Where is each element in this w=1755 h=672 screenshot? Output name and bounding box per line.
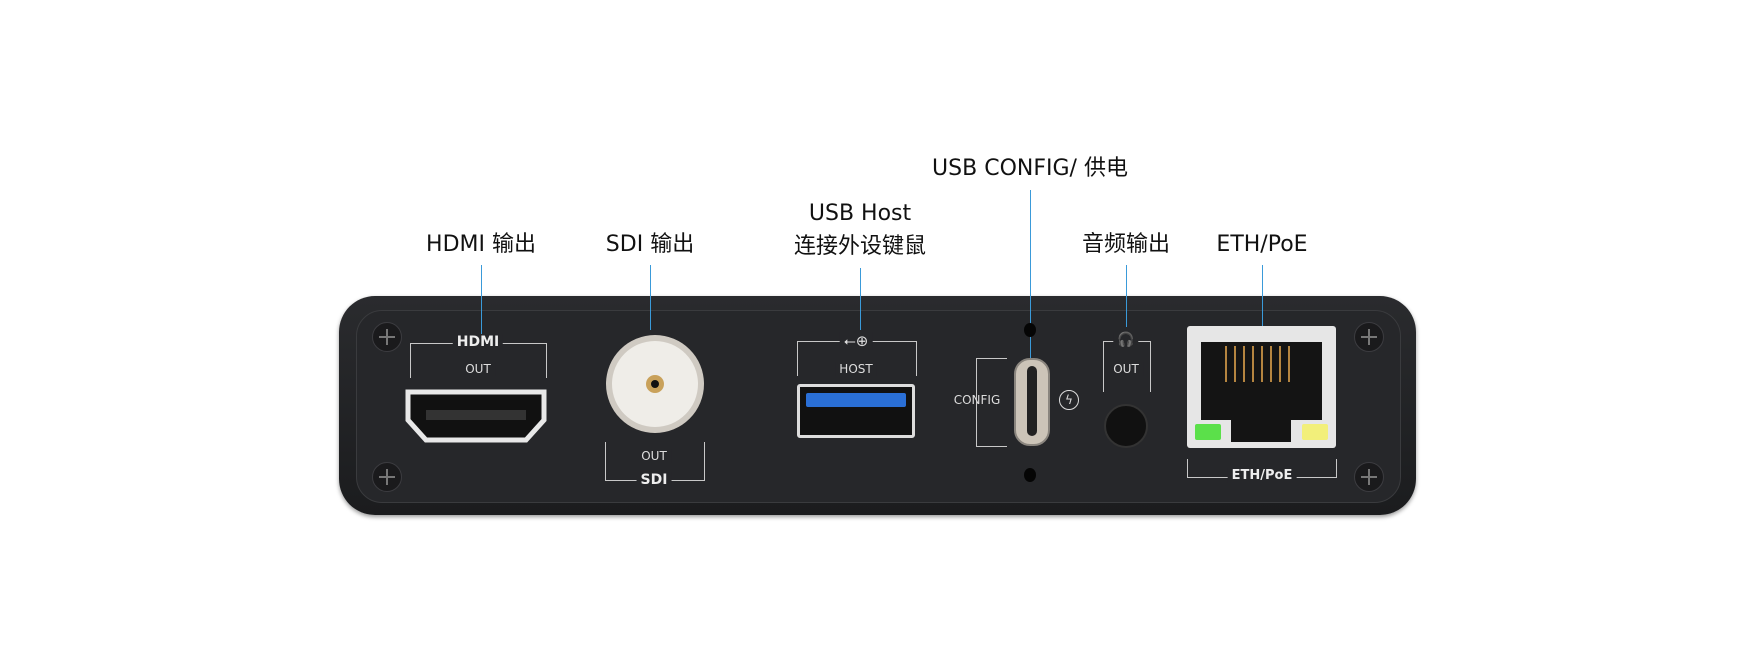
config-label: CONFIG <box>953 393 1001 407</box>
audio-jack[interactable] <box>1104 404 1148 448</box>
ethernet-pins <box>1225 346 1297 382</box>
screw-icon <box>1354 462 1384 492</box>
indicator-hole <box>1024 323 1036 337</box>
config-bracket <box>976 358 1007 447</box>
audio-out-label: OUT <box>1109 362 1143 376</box>
indicator-hole <box>1024 468 1036 482</box>
callout-usb-host-desc: 连接外设键鼠 <box>793 234 927 259</box>
callout-sdi-output: SDI 输出 <box>605 232 695 257</box>
power-bolt-icon: ϟ <box>1059 390 1079 410</box>
usb-a-tongue <box>806 393 906 407</box>
eth-poe-label: ETH/PoE <box>1227 468 1297 483</box>
screw-icon <box>372 462 402 492</box>
usb-a-port[interactable] <box>797 384 915 438</box>
usb-c-slot <box>1027 366 1037 436</box>
callout-audio-output: 音频输出 <box>1081 232 1171 257</box>
usb-c-port[interactable] <box>1014 358 1050 446</box>
ethernet-latch <box>1231 420 1291 442</box>
screw-icon <box>1354 322 1384 352</box>
callout-line-eth <box>1262 265 1263 327</box>
led-yellow <box>1302 424 1328 440</box>
callout-hdmi-output: HDMI 输出 <box>426 232 536 257</box>
hdmi-title-label: HDMI <box>452 334 504 350</box>
callout-line-audio <box>1126 265 1127 327</box>
ethernet-socket <box>1201 342 1322 420</box>
host-label: HOST <box>835 362 877 376</box>
screw-icon <box>372 322 402 352</box>
callout-line-usb-host <box>860 268 861 330</box>
hdmi-port[interactable] <box>404 388 548 444</box>
callout-line-sdi <box>650 265 651 330</box>
headphones-icon: 🎧 <box>1113 332 1139 348</box>
callout-line-hdmi <box>481 265 482 335</box>
hdmi-out-label: OUT <box>461 362 495 376</box>
ethernet-port[interactable] <box>1187 326 1336 448</box>
sdi-out-label: OUT <box>637 449 671 463</box>
callout-line-usb-config <box>1030 190 1031 358</box>
sdi-bnc-connector[interactable] <box>603 332 707 436</box>
callout-usb-config: USB CONFIG/ 供电 <box>932 156 1128 181</box>
led-green <box>1195 424 1221 440</box>
usb-icon: ⭠⊕ <box>839 332 873 350</box>
callout-eth-poe: ETH/PoE <box>1216 232 1308 257</box>
sdi-title-label: SDI <box>636 472 672 488</box>
callout-usb-host: USB Host <box>808 201 912 226</box>
